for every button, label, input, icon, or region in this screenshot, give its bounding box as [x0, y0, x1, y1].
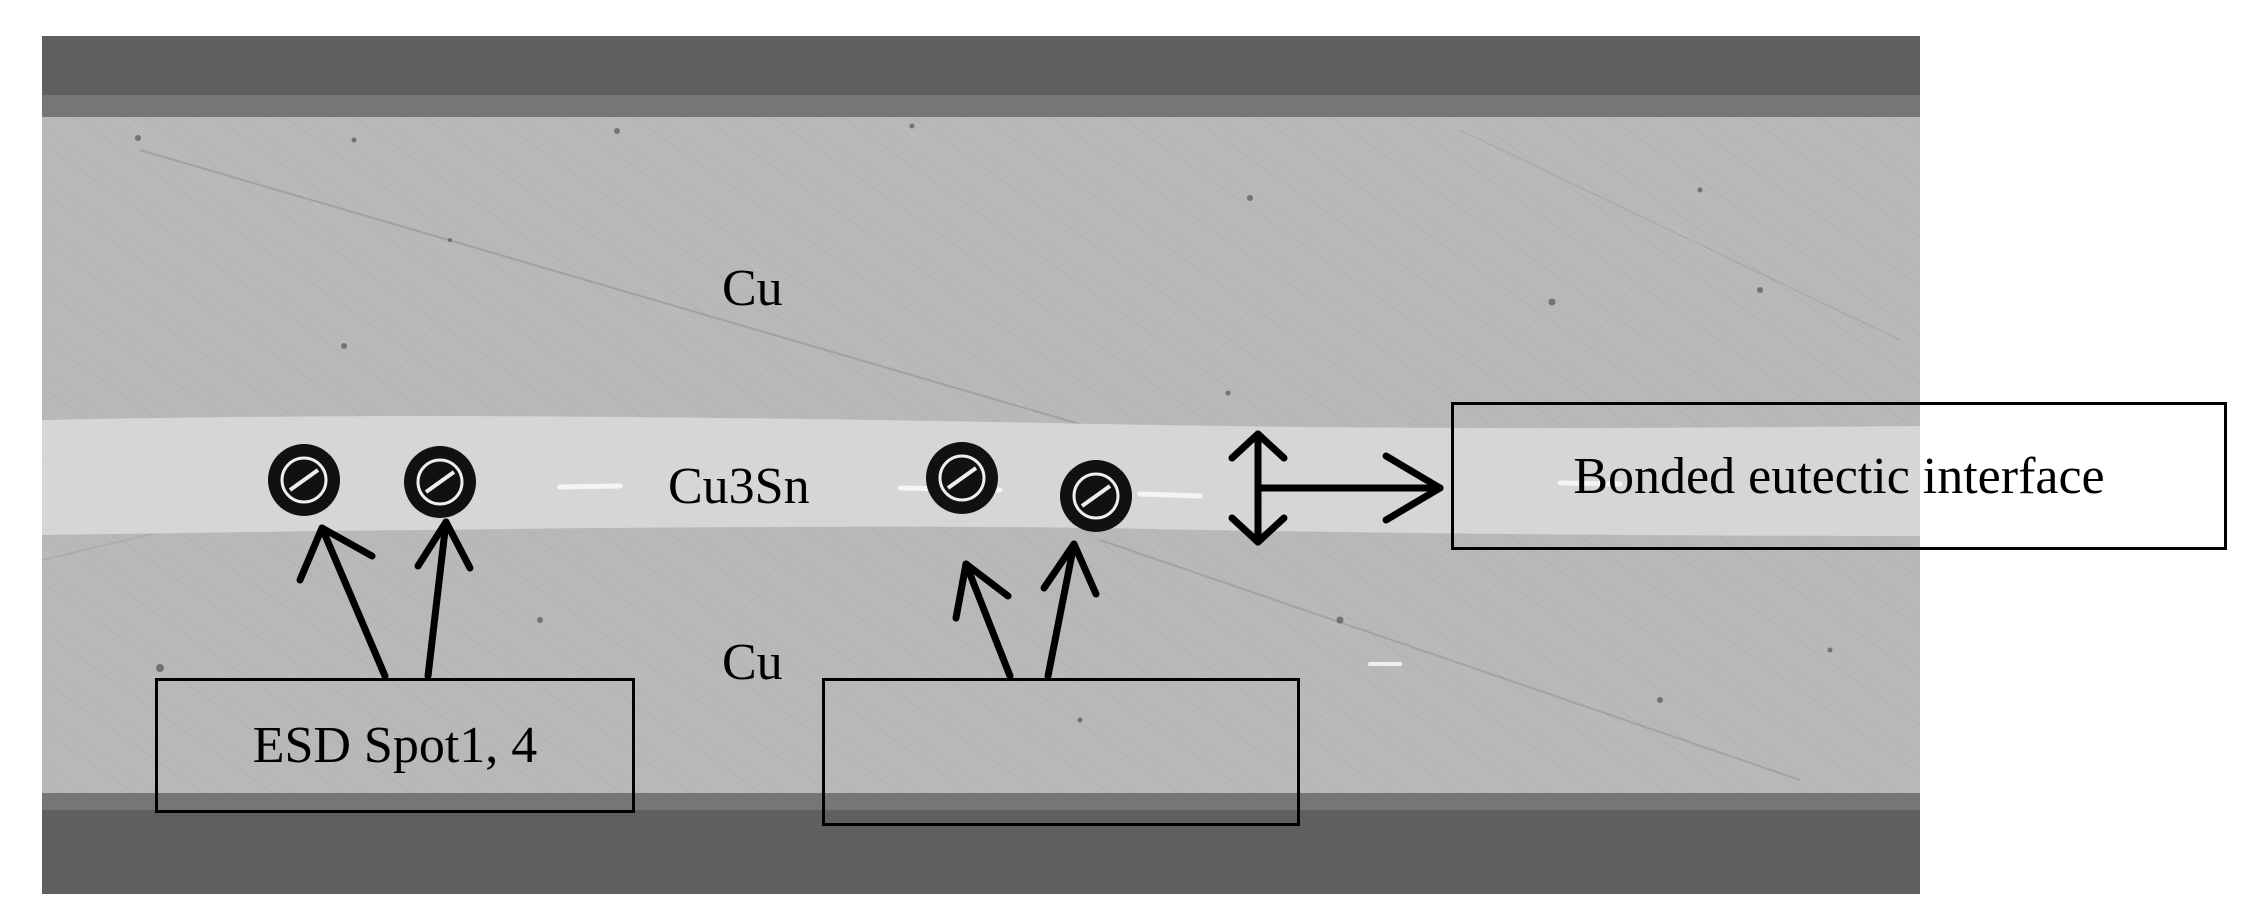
label-cu3sn: Cu3Sn	[668, 458, 810, 515]
callout-empty-box	[822, 678, 1300, 826]
arrow-esd-spot-4	[1040, 540, 1100, 680]
interface-pointer-arrow	[1254, 452, 1444, 524]
callout-esd-spots-text: ESD Spot1, 4	[252, 717, 538, 774]
esd-spot-marker-1	[268, 444, 340, 516]
arrow-esd-spot-1	[296, 524, 389, 680]
esd-spot-marker-4	[1060, 460, 1132, 532]
label-cu-top: Cu	[722, 260, 783, 317]
annotation-arrows	[296, 430, 1444, 680]
esd-spot-marker-3	[926, 442, 998, 514]
callout-esd-spots: ESD Spot1, 4	[155, 678, 635, 813]
esd-spot-markers	[268, 442, 1132, 532]
callout-bonded-interface: Bonded eutectic interface	[1451, 402, 2227, 550]
esd-spot-marker-2	[404, 446, 476, 518]
callout-bonded-interface-text: Bonded eutectic interface	[1573, 447, 2105, 505]
label-cu-bottom: Cu	[722, 634, 783, 691]
arrow-esd-spot-2	[414, 518, 474, 680]
arrow-esd-spot-3	[952, 560, 1014, 680]
